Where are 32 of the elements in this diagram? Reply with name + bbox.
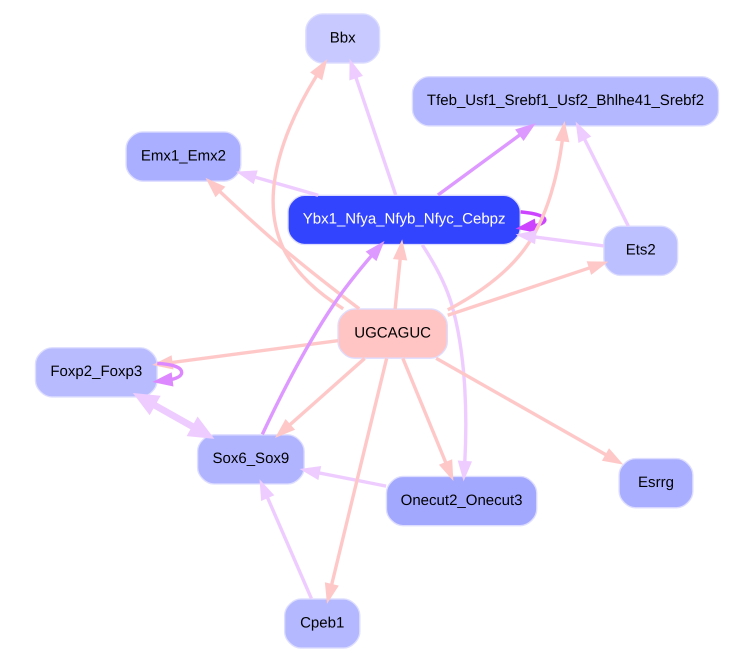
node-box: Ybx1_Nfya_Nfyb_Nfyc_Cebpz: [287, 194, 521, 246]
node-box: Onecut2_Onecut3: [386, 476, 538, 526]
node-box: Tfeb_Usf1_Srebf1_Usf2_Bhlhe41_Srebf2: [412, 76, 720, 127]
node-box: Bbx: [305, 13, 380, 64]
arrow: [447, 261, 608, 317]
arrow: [324, 358, 388, 604]
arrow: [274, 357, 366, 438]
arrow: [436, 123, 536, 196]
arrow: [392, 239, 408, 310]
arrow: [260, 240, 385, 436]
arrow: [420, 244, 472, 482]
arrow: [236, 170, 319, 197]
arrow: [349, 58, 398, 196]
arrow: [152, 362, 184, 387]
node-box: Esrrg: [618, 458, 694, 508]
arrow: [516, 210, 547, 233]
arrow: [272, 59, 344, 310]
node-box: Cpeb1: [284, 598, 360, 649]
node-box: Emx1_Emx2: [125, 131, 242, 182]
arrow: [435, 356, 624, 465]
arrow: [206, 178, 360, 310]
node-box: Foxp2_Foxp3: [34, 347, 158, 398]
arrow: [260, 479, 313, 600]
arrow: [132, 392, 214, 439]
node-box: UGCAGUC: [337, 308, 448, 359]
node-box: Sox6_Sox9: [196, 434, 305, 485]
arrow: [516, 230, 604, 248]
arrow: [300, 466, 386, 488]
node-box: Ets2: [603, 226, 678, 276]
arrow: [446, 121, 570, 312]
arrow: [401, 358, 454, 482]
arrow: [576, 121, 630, 227]
